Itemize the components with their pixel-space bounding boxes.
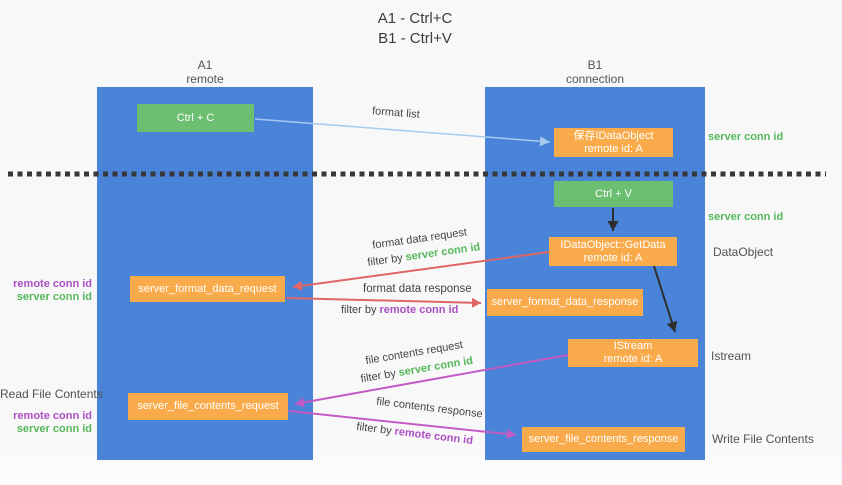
file-request-label: server_file_contents_request [137,400,279,412]
lane-b1-role: connection [565,72,625,86]
server-file-contents-response-box: server_file_contents_response [522,427,685,452]
remote-conn-id-left-1: remote conn id [13,278,92,290]
ctrl-v-box: Ctrl + V [554,181,673,207]
istream-line2: remote id: A [603,353,663,365]
istream-line1: IStream [613,340,653,352]
diagram-title: A1 - Ctrl+C B1 - Ctrl+V [300,9,530,49]
lane-a1-role: remote [186,72,224,86]
ctrl-c-box: Ctrl + C [137,104,254,132]
istream-box: IStream remote id: A [568,339,698,367]
server-conn-id-right-top: server conn id [708,131,784,143]
title-line-2: B1 - Ctrl+V [378,30,452,47]
istream-side-label: Istream [711,349,752,363]
filter-by-text: filter by [366,252,404,269]
read-file-contents-label: Read File Contents [0,387,103,401]
format-data-response-arrow [285,297,482,308]
ctrl-v-label: Ctrl + V [595,187,632,200]
remote-conn-id-text: remote conn id [379,304,459,316]
idataobject-getdata-box: IDataObject::GetData remote id: A [549,237,677,266]
filter-by-text: filter by [359,367,397,386]
server-format-data-request-box: server_format_data_request [130,276,285,302]
format-list-label: format list [371,105,421,121]
save-idataobject-line1: 保存IDataObject [573,129,654,142]
server-format-data-response-box: server_format_data_response [487,289,643,316]
format-request-label: server_format_data_request [138,282,277,295]
server-file-contents-request-box: server_file_contents_request [128,393,288,420]
format-response-label: server_format_data_response [491,296,639,308]
lane-b1-name: B1 [587,58,603,72]
remote-conn-id-left-2: remote conn id [13,410,92,422]
ctrl-c-label: Ctrl + C [176,111,215,124]
format-data-response-label: format data response [363,283,472,295]
lane-header-a1: A1 remote [97,58,313,86]
server-conn-id-right-mid: server conn id [708,211,784,223]
server-conn-id-left-2: server conn id [16,423,92,435]
getdata-line2: remote id: A [583,251,643,264]
lane-a1-name: A1 [197,58,213,72]
file-response-label: server_file_contents_response [528,433,679,445]
save-idataobject-line2: remote id: A [584,142,643,155]
write-file-contents-label: Write File Contents [712,432,814,446]
lane-header-b1: B1 connection [485,58,705,86]
save-idataobject-box: 保存IDataObject remote id: A [554,128,673,157]
server-conn-id-left-1: server conn id [16,291,92,303]
file-contents-response-label: file contents response [375,395,484,421]
dataobject-label: DataObject [713,245,774,259]
getdata-line1: IDataObject::GetData [560,238,666,251]
title-line-1: A1 - Ctrl+C [377,10,453,27]
filter-by-text: filter by [341,304,377,316]
filter-by-text: filter by [355,420,393,438]
remote-conn-id-text: remote conn id [393,425,474,448]
